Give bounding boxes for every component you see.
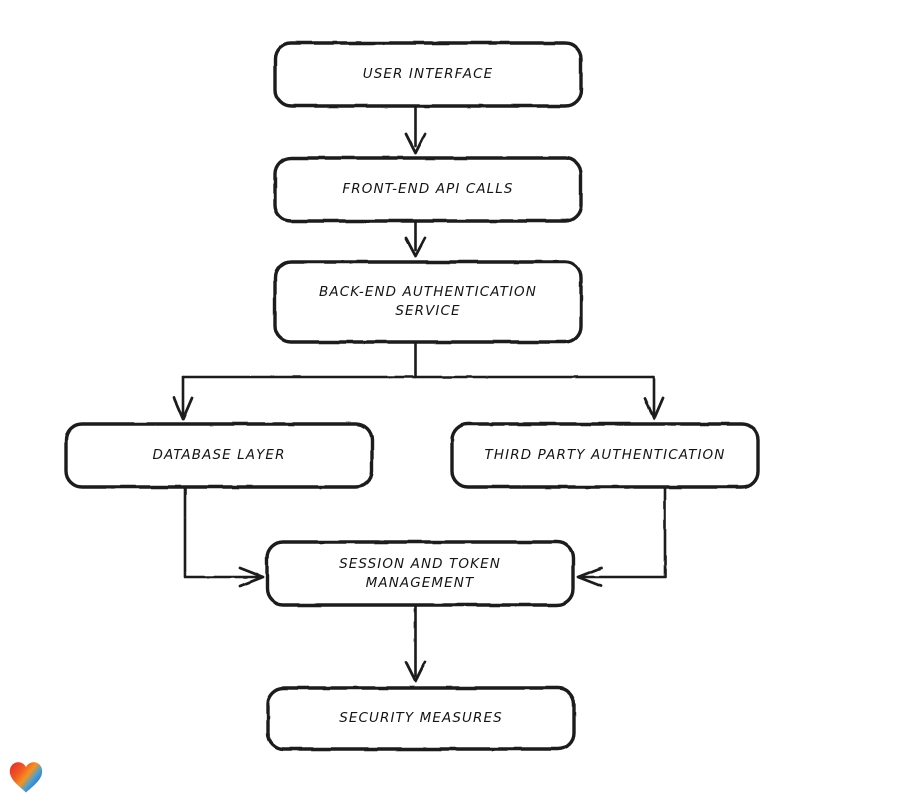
edge-backend-to-thirdparty [643, 375, 665, 421]
edge-thirdparty-to-session [576, 485, 667, 588]
edges-layer [172, 104, 667, 683]
node-box-security-measures[interactable] [266, 686, 576, 751]
node-box-session-and-token-management[interactable] [265, 540, 575, 607]
heart-logo-icon [9, 762, 43, 793]
node-box-user-interface[interactable] [273, 41, 583, 108]
edge-database-to-session [183, 485, 265, 588]
node-box-third-party-authentication[interactable] [450, 422, 760, 489]
edge-api-to-backend [404, 219, 427, 258]
node-box-database-layer[interactable] [64, 422, 374, 489]
edge-ui-to-api [404, 104, 427, 155]
nodes-layer [64, 41, 760, 751]
node-box-front-end-api-calls[interactable] [273, 156, 583, 223]
edge-backend-to-database [172, 375, 194, 421]
node-box-back-end-authentication-service[interactable] [273, 260, 583, 344]
edge-backend-split-trunk [181, 340, 656, 379]
edge-session-to-security [404, 603, 427, 683]
